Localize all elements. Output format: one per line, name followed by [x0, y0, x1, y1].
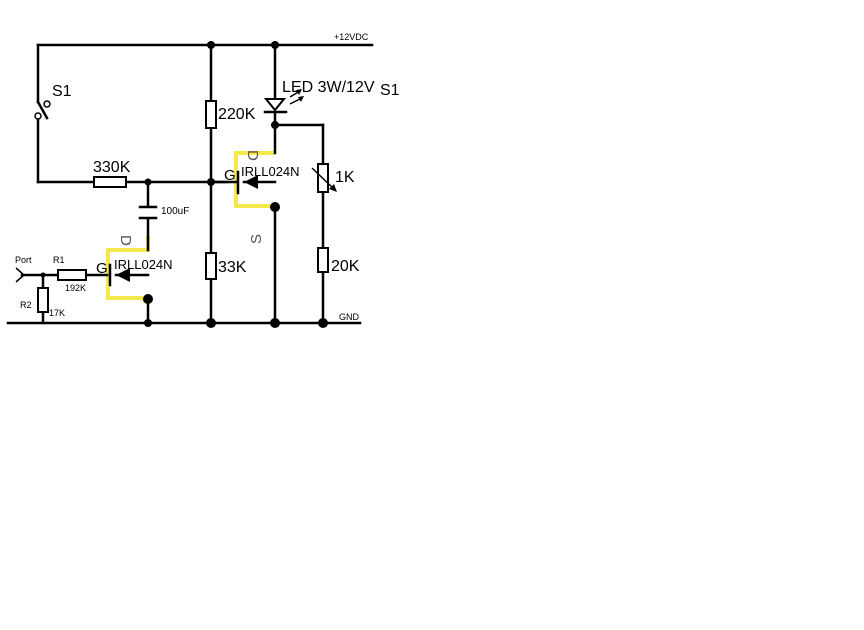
resistor-220k-label: 220K [218, 106, 256, 123]
resistor-r2 [37, 287, 49, 313]
led-3w-symbol [263, 89, 304, 114]
resistor-33k-label: 33K [218, 259, 247, 276]
lower-mosfet-arrow [116, 268, 130, 282]
upper-mosfet-arrow [244, 175, 258, 189]
upper-drain-label: D [244, 150, 261, 161]
r1-value-label: 192K [65, 283, 86, 293]
capacitor-label: 100uF [161, 206, 189, 217]
upper-gate-label: G [224, 167, 236, 184]
port-label: Port [15, 255, 32, 265]
resistor-20k-label: 20K [331, 258, 360, 275]
lower-drain-label: D [117, 235, 134, 246]
r2-label: R2 [20, 300, 32, 310]
junction-dots [40, 41, 328, 328]
led-label: LED 3W/12V [282, 79, 375, 96]
resistor-33k [205, 252, 217, 280]
resistor-r1 [57, 269, 87, 281]
potentiometer-1k [311, 163, 337, 193]
port-arrow-icon [15, 267, 26, 283]
r2-value-label: 17K [49, 308, 65, 318]
resistor-330k-label: 330K [93, 159, 131, 176]
mosfet-arrows [116, 175, 258, 282]
ground-label: GND [339, 312, 360, 322]
r1-label: R1 [53, 255, 65, 265]
labels: +12VDC GND S1 S1 LED 3W/12V 220K 330K 33… [15, 32, 400, 322]
supply-label: +12VDC [334, 32, 369, 42]
resistor-20k [317, 247, 329, 273]
wires [6, 43, 374, 325]
upper-mosfet-label: IRLL024N [241, 164, 300, 179]
resistors [37, 100, 329, 313]
resistor-330k [93, 176, 127, 188]
pot-1k-label: 1K [335, 169, 355, 186]
resistor-220k [205, 100, 217, 129]
switch-s1 [34, 100, 51, 120]
switch-label-right: S1 [380, 82, 400, 99]
lower-gate-label: G [96, 260, 108, 277]
capacitor-100uf [138, 205, 158, 220]
switch-label: S1 [52, 83, 72, 100]
upper-source-label: S [248, 234, 265, 244]
lower-mosfet-label: IRLL024N [114, 257, 173, 272]
